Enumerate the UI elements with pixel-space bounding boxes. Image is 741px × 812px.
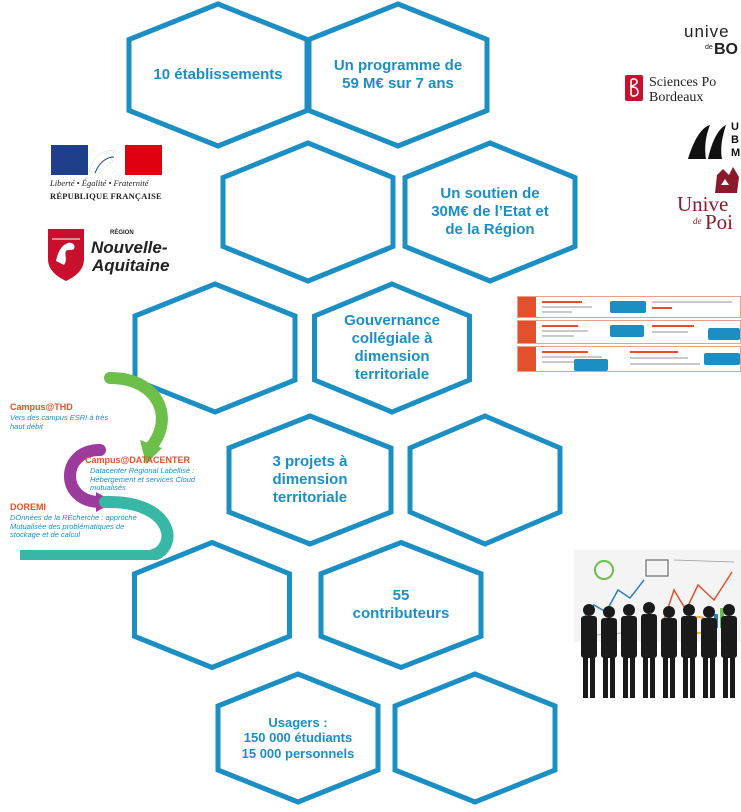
people-looking-at-board-illustration bbox=[574, 550, 741, 698]
cycle-item-desc: Datacenter Régional Labellisé : Hébergem… bbox=[90, 466, 196, 493]
hexagon-label bbox=[143, 553, 282, 658]
region-name-line1: Nouvelle- bbox=[91, 238, 168, 257]
hexagon-label-line: collégiale à bbox=[351, 330, 433, 347]
cycle-item-title: Campus@THD bbox=[10, 402, 73, 412]
sciences-po-line1: Sciences Po bbox=[649, 75, 717, 90]
hexagon-label-line: dimension bbox=[354, 348, 430, 365]
univ-bordeaux-text1: unive bbox=[684, 22, 730, 41]
marianne-flag-icon bbox=[51, 145, 162, 175]
hexagon-label-line: 3 projets à bbox=[272, 453, 348, 470]
hexagon-label-line: 55 bbox=[392, 587, 410, 604]
governance-row bbox=[517, 346, 741, 372]
republique-name: RÉPUBLIQUE FRANÇAISE bbox=[50, 191, 162, 201]
cycle-item-desc: Vers des campus ESRI à très haut débit bbox=[10, 413, 109, 431]
sciences-po-icon bbox=[625, 75, 643, 101]
cycle-item-title: Campus@DATACENTER bbox=[85, 455, 190, 465]
hexagon-shape bbox=[132, 539, 292, 671]
region-shield-icon bbox=[48, 229, 84, 281]
hexagon-label-line: dimension bbox=[272, 471, 348, 488]
univ-bordeaux-de: de bbox=[705, 44, 713, 51]
hexagon-label-line: 59 M€ sur 7 ans bbox=[342, 75, 454, 92]
hexagon-label bbox=[231, 153, 385, 271]
hexagon-shape bbox=[226, 413, 394, 547]
hexagon-label-line: 15 000 personnels bbox=[241, 745, 355, 761]
hexagon-label-line: de la Région bbox=[445, 221, 535, 238]
montaigne-mark-icon bbox=[688, 125, 726, 159]
universite-bordeaux-logo: unive de BO bbox=[680, 20, 741, 64]
poitiers-text1: Unive bbox=[677, 192, 729, 216]
hexagon-label bbox=[418, 426, 552, 534]
hexagon-label-line: 150 000 étudiants bbox=[243, 730, 353, 746]
hexagon-label bbox=[403, 684, 547, 792]
project-cycle-arrows bbox=[20, 372, 174, 560]
hexagon-label-line: 30M€ de l’Etat et bbox=[431, 203, 549, 220]
hexagon-label-line: 10 établissements bbox=[153, 66, 283, 83]
hexagon-shape bbox=[407, 413, 563, 547]
region-name-line2: Aquitaine bbox=[92, 256, 170, 275]
hexagon-shape bbox=[215, 671, 381, 805]
hexagon-shape bbox=[220, 140, 396, 284]
univ-bordeaux-text2: BO bbox=[714, 41, 738, 58]
sciences-po-line2: Bordeaux bbox=[649, 90, 704, 105]
sciences-po-bordeaux-logo: Sciences Po Bordeaux bbox=[625, 73, 741, 109]
universite-poitiers-logo: Unive de Poi bbox=[675, 165, 741, 235]
hexagon-label-line: Un soutien de bbox=[440, 185, 540, 202]
hexagon-label-line: territoriale bbox=[272, 489, 348, 506]
hexagon-label: 10 établissements bbox=[137, 14, 299, 136]
bordeaux-montaigne-logo: U B M bbox=[686, 115, 741, 165]
poitiers-emblem-icon bbox=[715, 167, 739, 193]
republique-motto: Liberté • Égalité • Fraternité bbox=[50, 178, 149, 188]
hexagon-shape bbox=[402, 140, 578, 284]
montaigne-letter-u: U bbox=[731, 121, 739, 133]
republique-francaise-logo: Liberté • Égalité • Fraternité RÉPUBLIQU… bbox=[50, 145, 165, 210]
hexagon-shape bbox=[132, 281, 298, 415]
hexagon-shape bbox=[312, 281, 472, 415]
region-nouvelle-aquitaine-logo: RÉGION Nouvelle- Aquitaine bbox=[46, 225, 171, 285]
governance-row bbox=[517, 320, 741, 344]
poitiers-de: de bbox=[693, 216, 702, 226]
governance-row bbox=[517, 296, 741, 318]
montaigne-letter-b: B bbox=[731, 134, 739, 146]
montaigne-letter-m: M bbox=[731, 147, 741, 159]
hexagon-shape bbox=[318, 539, 484, 671]
hexagon-label-line: Un programme de bbox=[333, 57, 463, 74]
poitiers-text2: Poi bbox=[705, 210, 734, 234]
hexagon-label-line: contributeurs bbox=[352, 605, 450, 622]
hexagon-shape bbox=[306, 1, 490, 149]
hexagon-label-line: Gouvernance bbox=[344, 312, 440, 329]
governance-table-thumbnail bbox=[517, 296, 741, 372]
region-small-label: RÉGION bbox=[110, 230, 134, 236]
hexagon-label-line: territoriale bbox=[354, 366, 430, 383]
hexagon-shape bbox=[392, 671, 558, 805]
hexagon-label-line: Usagers : bbox=[268, 714, 328, 730]
cycle-item-desc: DOnnées de la REcherche : approche Mutua… bbox=[10, 513, 137, 540]
cycle-item-title: DOREMI bbox=[10, 502, 46, 512]
